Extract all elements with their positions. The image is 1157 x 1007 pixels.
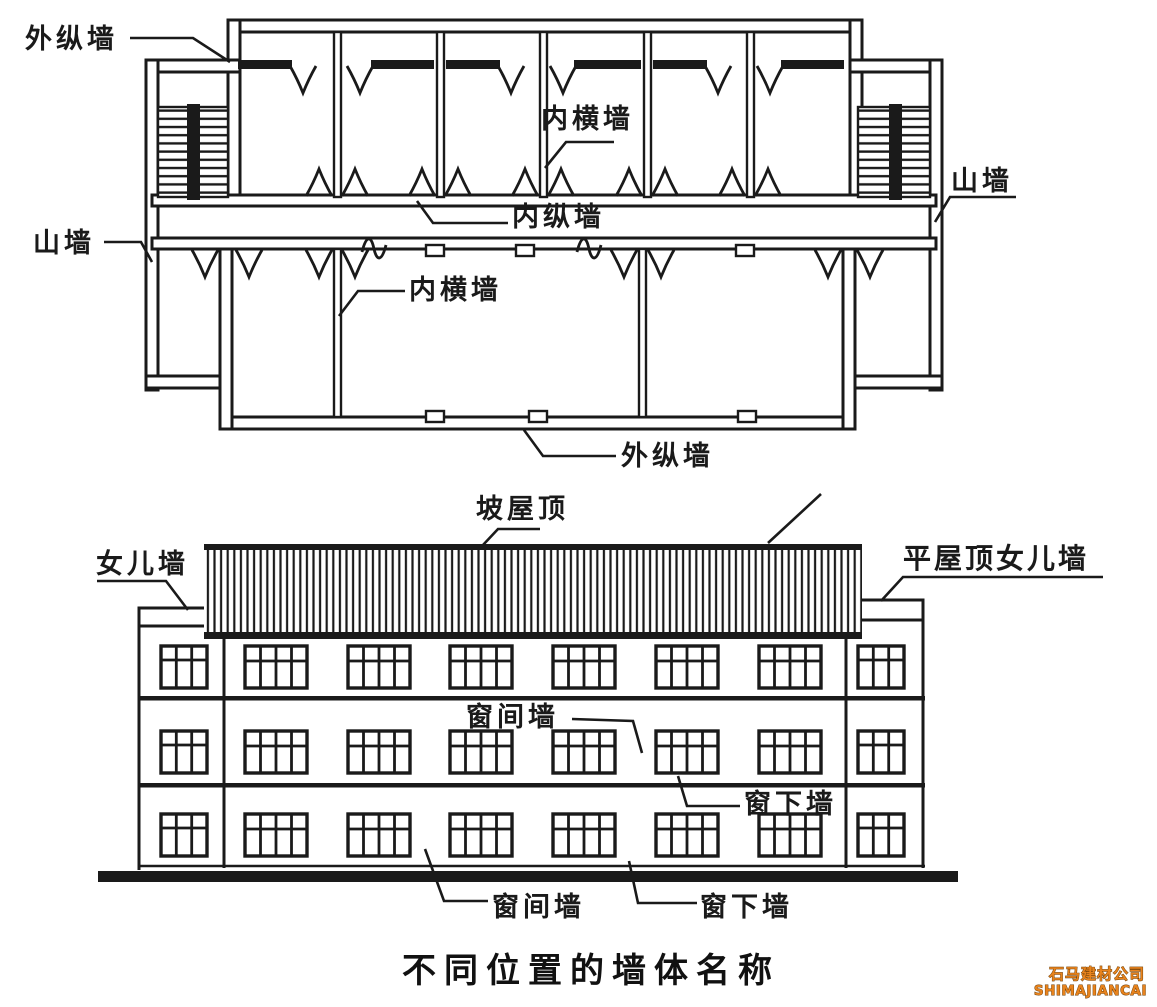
label-outer-longitudinal-top: 外纵墙: [25, 24, 118, 55]
label-outer-longitudinal-bottom: 外纵墙: [621, 441, 714, 472]
staircase-right: [856, 104, 932, 200]
plan-lower-door-arcs: [190, 248, 885, 279]
figure-title: 不同位置的墙体名称: [402, 951, 780, 991]
watermark-en-text: SHIMAJIANCAI: [1034, 983, 1147, 999]
label-inner-longitudinal: 内纵墙: [512, 202, 605, 233]
label-window-sill-wall-upper: 窗下墙: [744, 788, 837, 820]
label-inner-transverse-upper: 内横墙: [541, 104, 634, 135]
wall-break-marks: [360, 237, 603, 260]
label-window-pier-upper: 窗间墙: [466, 701, 559, 733]
watermark-cn-text: 石马建材公司: [1048, 965, 1145, 983]
label-gable-right: 山墙: [951, 166, 1013, 197]
plan-top-window-openings: [238, 60, 844, 95]
label-inner-transverse-lower: 内横墙: [409, 275, 502, 306]
parapet-right: [844, 598, 925, 868]
facade-lines: [139, 639, 925, 868]
ground-line: [98, 871, 958, 882]
company-watermark: 石马建材公司 SHIMAJIANCAI: [1033, 965, 1147, 1000]
plan-window-notches: [424, 243, 758, 424]
plan-annotations: 外纵墙 山墙 内横墙 内纵墙 山墙 内横墙 外纵墙: [25, 24, 1016, 472]
parapet-left: [137, 606, 205, 870]
staircase-left: [156, 104, 230, 200]
building-elevation: 女儿墙 坡屋顶 平屋顶女儿墙 窗间墙 窗下墙 窗间墙 窗下墙: [96, 493, 1103, 923]
label-window-sill-wall-lower: 窗下墙: [700, 891, 793, 923]
label-flat-roof-parapet: 平屋顶女儿墙: [903, 542, 1089, 575]
elevation-annotations: 女儿墙 坡屋顶 平屋顶女儿墙 窗间墙 窗下墙 窗间墙 窗下墙: [96, 493, 1103, 923]
label-window-pier-lower: 窗间墙: [492, 891, 585, 923]
pitched-roof: [204, 544, 862, 639]
facade-windows: [159, 644, 906, 858]
label-gable-left: 山墙: [33, 228, 95, 259]
floor-plan: 外纵墙 山墙 内横墙 内纵墙 山墙 内横墙 外纵墙: [25, 18, 1016, 472]
label-pitched-roof: 坡屋顶: [476, 494, 569, 525]
label-parapet: 女儿墙: [96, 548, 189, 580]
